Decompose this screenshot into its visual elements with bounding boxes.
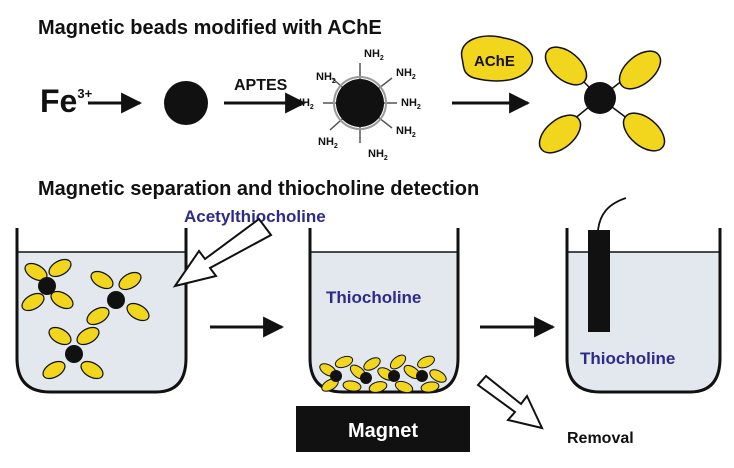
amine-group-4: NH2 xyxy=(396,125,416,139)
electrode-wire xyxy=(597,197,627,231)
ache-label: AChE xyxy=(474,53,515,70)
amine-group-5: NH2 xyxy=(368,148,388,162)
amine-functionalized-bead xyxy=(323,63,397,143)
magnet-block xyxy=(296,406,470,452)
enzyme-bead-cluster-2 xyxy=(86,270,150,326)
removal-arrow xyxy=(476,374,544,430)
enzyme-modified-bead xyxy=(538,46,666,154)
heading-bead-modification: Magnetic beads modified with AChE xyxy=(38,17,382,39)
electrode xyxy=(588,230,610,332)
acetylthiocholine-label: Acetylthiocholine xyxy=(184,207,326,226)
amine-group-3: NH2 xyxy=(401,97,421,111)
magnet-label: Magnet xyxy=(348,420,418,442)
amine-group-7: NH2 xyxy=(294,97,314,111)
thiocholine-label-beaker2: Thiocholine xyxy=(326,288,421,307)
substrate-addition-arrow xyxy=(172,217,273,288)
magnetic-bead xyxy=(164,81,208,125)
aptes-label: APTES xyxy=(234,77,288,94)
amine-group-6: NH2 xyxy=(318,136,338,150)
iron-ion-label: Fe3+ xyxy=(40,83,93,119)
heading-separation-detection: Magnetic separation and thiocholine dete… xyxy=(38,178,479,200)
thiocholine-label-beaker3: Thiocholine xyxy=(580,349,675,368)
enzyme-bead-cluster-3 xyxy=(42,326,104,380)
amine-group-8: NH2 xyxy=(316,71,336,85)
removal-label: Removal xyxy=(567,430,634,447)
enzyme-bead-cluster-1 xyxy=(21,258,74,312)
collected-beads-layer xyxy=(319,354,447,394)
amine-group-1: NH2 xyxy=(364,48,384,62)
amine-group-2: NH2 xyxy=(396,67,416,81)
ache-enzyme-blob xyxy=(460,35,534,82)
